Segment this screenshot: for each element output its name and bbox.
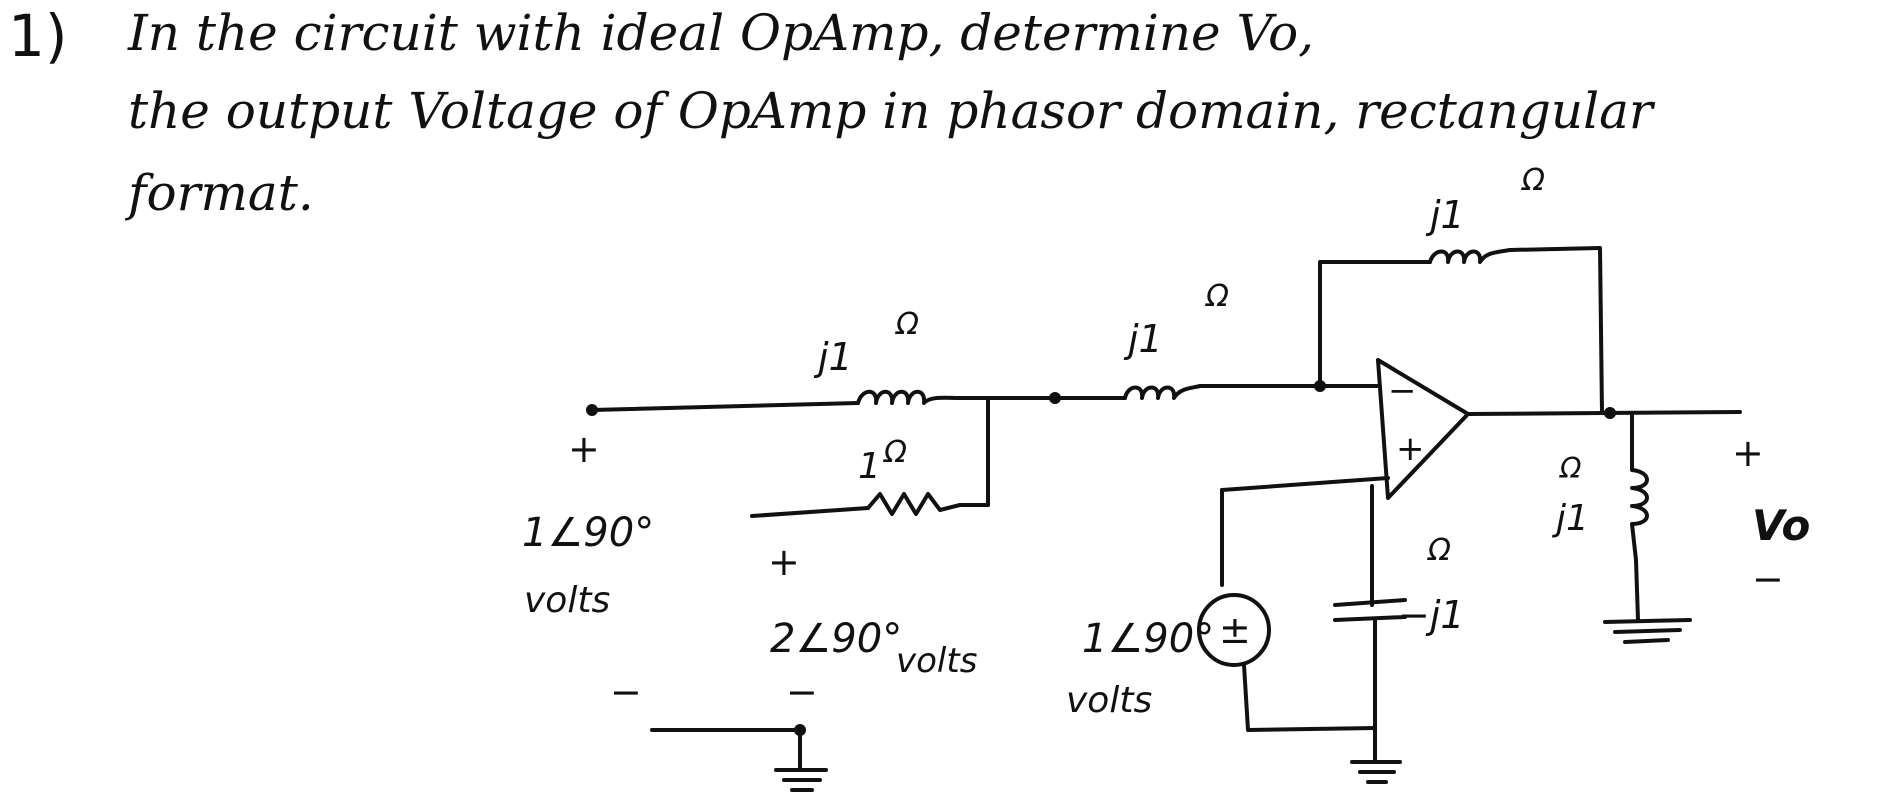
left-source-value: 1∠90° (522, 510, 654, 556)
inductor-top-left (856, 389, 962, 405)
problem-number: 1) (8, 2, 68, 70)
inductor-series (1123, 384, 1202, 400)
output-minus: − (1752, 557, 1784, 601)
right-source-bottom-wire (1242, 663, 1377, 732)
mid-source-plus: + (768, 540, 800, 584)
right-source-polarity: ± (1219, 608, 1251, 652)
ground-symbol-left (774, 768, 828, 792)
inductor-load (1630, 411, 1649, 622)
resistor-value: 1 (858, 446, 881, 487)
input-network-wires (590, 384, 1322, 770)
inductor-series-unit: Ω (1204, 279, 1229, 314)
inductor-load-unit: Ω (1559, 452, 1582, 485)
opamp-triangle (1376, 358, 1470, 500)
left-source-minus: − (610, 670, 642, 714)
noninverting-lead (1220, 476, 1390, 492)
left-source-plus: + (568, 427, 600, 471)
inductor-load-value: j1 (1551, 498, 1589, 539)
inductor-top-left-value: j1 (813, 335, 853, 379)
capacitor-unit: Ω (1426, 533, 1451, 568)
voltage-source-circle (1197, 593, 1271, 667)
inductor-series-value: j1 (1123, 317, 1163, 361)
mid-source-unit: volts (896, 641, 977, 681)
inductor-feedback-value: j1 (1425, 193, 1465, 237)
capacitor-plate-bottom (1333, 615, 1407, 622)
resistor-unit: Ω (882, 435, 907, 470)
mid-source-minus: − (786, 670, 818, 714)
problem-line-3: format. (128, 164, 314, 222)
feedback-left-wire (1318, 260, 1432, 388)
ground-symbol-middle (1350, 760, 1402, 784)
output-label: Vo (1752, 501, 1810, 550)
resistor-1-ohm (866, 492, 962, 516)
right-source-value: 1∠90° (1082, 616, 1214, 662)
feedback-right-wire (1508, 246, 1604, 415)
terminal-dot-left (586, 404, 598, 416)
opamp-noninverting-sign: + (1396, 429, 1425, 469)
opamp-inverting-sign: − (1388, 371, 1417, 411)
right-source-unit: volts (1066, 680, 1152, 721)
inductor-top-left-unit: Ω (894, 307, 919, 342)
problem-line-1: In the circuit with ideal OpAmp, determi… (128, 4, 1315, 62)
output-plus: + (1732, 431, 1764, 475)
capacitor-value: −j1 (1398, 593, 1465, 637)
mid-source-value: 2∠90° (770, 616, 902, 662)
junction-dot-middle (1049, 392, 1061, 404)
junction-dot-output (1604, 407, 1616, 419)
inductor-feedback-unit: Ω (1520, 163, 1545, 198)
junction-dot-ground (794, 724, 806, 736)
ground-symbol-right (1603, 618, 1692, 644)
problem-line-2: the output Voltage of OpAmp in phasor do… (128, 82, 1653, 140)
left-source-unit: volts (524, 580, 610, 621)
inductor-feedback (1428, 248, 1512, 264)
capacitor-plate-top (1333, 598, 1407, 607)
